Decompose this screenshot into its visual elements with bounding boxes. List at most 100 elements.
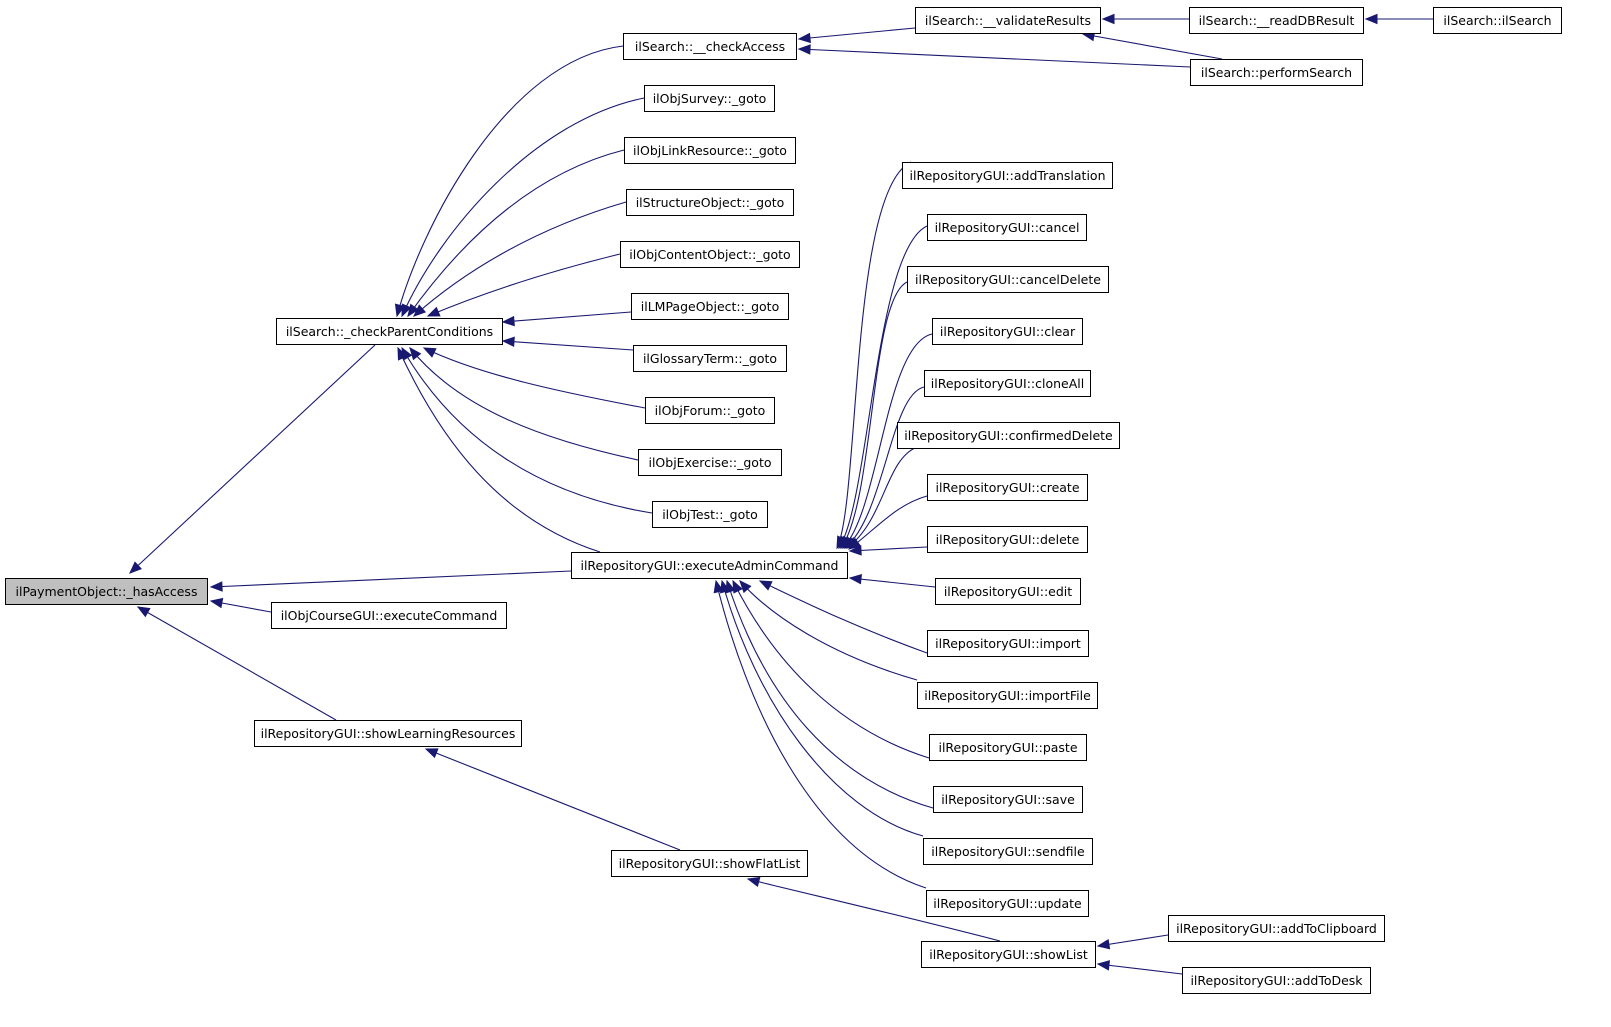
node-sendfile[interactable]: ilRepositoryGUI::sendfile [923,838,1093,865]
edge-flatList-to-showLR [425,748,681,851]
arrowhead-forumGoto-to-checkParent [422,347,437,358]
node-delete[interactable]: ilRepositoryGUI::delete [927,526,1088,553]
node-exercise-goto[interactable]: ilObjExercise::_goto [638,449,782,476]
node-check-parent-conditions[interactable]: ilSearch::_checkParentConditions [276,318,503,345]
node-add-to-desk[interactable]: ilRepositoryGUI::addToDesk [1182,967,1371,994]
edge-showLR-to-root [137,606,337,721]
arrowhead-exGoto-to-checkParent [409,346,422,361]
arrowhead-showList-to-flatList [746,876,761,887]
edge-execAdmin-to-root [210,570,572,588]
arrowhead-importFile-to-execAdmin [739,580,752,594]
edge-paste-to-execAdmin [732,580,930,759]
arrowhead-linkGoto-to-checkParent [407,303,419,318]
node-test-goto[interactable]: ilObjTest::_goto [652,501,768,528]
arrowhead-addDesk-to-showList [1096,960,1111,971]
node-cancel[interactable]: ilRepositoryGUI::cancel [927,214,1087,241]
node-add-to-clipboard[interactable]: ilRepositoryGUI::addToClipboard [1168,915,1385,942]
edge-linkGoto-to-checkParent [407,149,625,317]
edge-cancel-to-execAdmin [838,225,928,549]
edge-surveyGoto-to-checkParent [401,97,645,317]
edge-clear-to-execAdmin [842,333,933,549]
arrowhead-showLR-to-root [136,606,151,618]
node-read-db-result[interactable]: ilSearch::__readDBResult [1189,7,1364,34]
node-survey-goto[interactable]: ilObjSurvey::_goto [644,85,775,112]
arrowhead-surveyGoto-to-checkParent [401,303,412,318]
arrowhead-update-to-execAdmin [713,579,724,594]
arrowhead-checkParent-to-root [129,561,142,574]
arrowhead-paste-to-execAdmin [732,579,743,594]
node-clone-all[interactable]: ilRepositoryGUI::cloneAll [924,370,1091,397]
node-add-translation[interactable]: ilRepositoryGUI::addTranslation [902,162,1113,189]
node-update[interactable]: ilRepositoryGUI::update [926,890,1089,917]
edge-import-to-execAdmin [759,580,928,654]
edge-update-to-execAdmin [715,580,927,889]
arrowhead-execAdmin-to-root [209,581,223,592]
node-cancel-delete[interactable]: ilRepositoryGUI::cancelDelete [907,266,1109,293]
edge-sendfile-to-execAdmin [721,580,924,837]
edge-forumGoto-to-checkParent [423,347,646,409]
node-paste[interactable]: ilRepositoryGUI::paste [929,734,1087,761]
node-check-access[interactable]: ilSearch::__checkAccess [623,33,797,60]
node-execute-admin-command[interactable]: ilRepositoryGUI::executeAdminCommand [571,552,848,579]
arrowhead-create-to-execAdmin [847,537,862,550]
node-show-learning-resources[interactable]: ilRepositoryGUI::showLearningResources [254,720,522,747]
node-create[interactable]: ilRepositoryGUI::create [927,474,1088,501]
node-link-resource-goto[interactable]: ilObjLinkResource::_goto [624,137,796,164]
edge-structGoto-to-checkParent [413,201,627,317]
edge-showList-to-flatList [747,878,1001,942]
node-clear[interactable]: ilRepositoryGUI::clear [932,318,1083,345]
edge-perform-to-validate [1082,33,1223,60]
arrowhead-perform-to-checkAccess [797,44,811,55]
node-import[interactable]: ilRepositoryGUI::import [927,630,1089,657]
arrowhead-courseExec-to-root [209,597,224,609]
arrowhead-import-to-execAdmin [758,580,773,591]
edge-cloneAll-to-execAdmin [844,386,925,549]
node-import-file[interactable]: ilRepositoryGUI::importFile [917,682,1098,709]
arrowhead-validate-to-checkAccess [797,32,811,44]
node-validate-results[interactable]: ilSearch::__validateResults [915,7,1101,34]
edge-validate-to-checkAccess [798,27,916,40]
edge-perform-to-checkAccess [798,48,1191,68]
edge-lmGoto-to-checkParent [502,311,632,323]
edge-confDel-to-execAdmin [846,446,918,549]
arrowhead-lmGoto-to-checkParent [501,315,515,327]
node-show-flat-list[interactable]: ilRepositoryGUI::showFlatList [611,850,808,877]
node-forum-goto[interactable]: ilObjForum::_goto [645,397,775,424]
arrowhead-execAdmin-to-checkParent [397,346,408,361]
node-root-hasaccess[interactable]: ilPaymentObject::_hasAccess [5,578,208,605]
edge-addClip-to-showList [1097,934,1169,947]
node-save[interactable]: ilRepositoryGUI::save [933,786,1083,813]
edge-create-to-execAdmin [848,495,928,550]
edge-importFile-to-execAdmin [739,580,918,681]
edge-edit-to-execAdmin [849,577,936,588]
node-structure-object-goto[interactable]: ilStructureObject::_goto [626,189,794,216]
arrowhead-contentGoto-to-checkParent [426,306,441,317]
node-content-object-goto[interactable]: ilObjContentObject::_goto [620,241,800,268]
edge-execAdmin-to-checkParent [397,347,601,553]
node-course-execute-command[interactable]: ilObjCourseGUI::executeCommand [271,602,507,629]
edge-addDesk-to-showList [1097,963,1183,975]
edge-contentGoto-to-checkParent [427,253,621,317]
node-lm-page-object-goto[interactable]: ilLMPageObject::_goto [631,293,789,320]
arrowhead-flatList-to-showLR [424,748,439,759]
arrowhead-readDB-to-validate [1101,13,1115,25]
edge-checkAccess-to-checkParent [396,45,624,317]
arrowhead-structGoto-to-checkParent [413,304,427,317]
node-glossary-term-goto[interactable]: ilGlossaryTerm::_goto [633,345,787,372]
edge-checkParent-to-root [129,344,376,574]
node-confirmed-delete[interactable]: ilRepositoryGUI::confirmedDelete [897,422,1120,449]
node-ilsearch-constructor[interactable]: ilSearch::ilSearch [1433,7,1562,34]
edge-exGoto-to-checkParent [409,347,639,461]
arrowhead-ilSearch-to-readDB [1364,13,1378,25]
node-edit[interactable]: ilRepositoryGUI::edit [935,578,1081,605]
arrowhead-delete-to-execAdmin [848,545,862,556]
edge-testGoto-to-checkParent [401,347,653,514]
node-show-list[interactable]: ilRepositoryGUI::showList [921,941,1096,968]
node-perform-search[interactable]: ilSearch::performSearch [1190,59,1363,86]
edge-save-to-execAdmin [726,580,934,809]
edge-delete-to-execAdmin [849,546,928,552]
edge-glossGoto-to-checkParent [502,340,634,351]
edge-addTrans-to-execAdmin [836,161,912,549]
